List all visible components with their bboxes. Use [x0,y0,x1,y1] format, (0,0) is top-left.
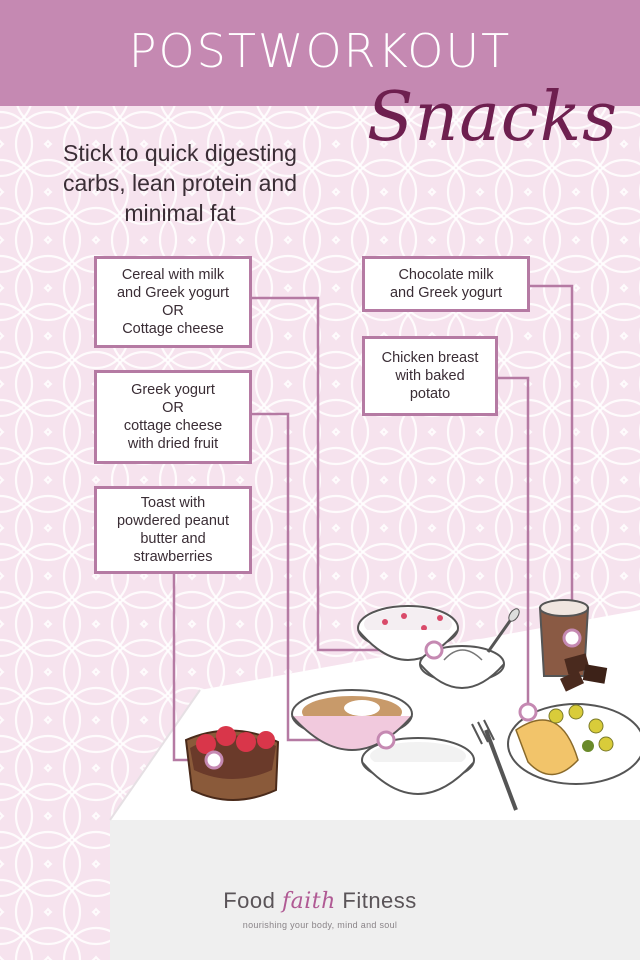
header-banner [0,0,640,106]
toast-drawing [184,726,280,801]
snack-box-toast: Toast with powdered peanut butter and st… [94,486,252,574]
page-title: POSTWORKOUT [128,24,512,78]
cottage-cheese-bowl-drawing [361,737,475,795]
fork-drawing [471,719,518,811]
snack-box-chicken: Chicken breast with baked potato [362,336,498,416]
chicken-plate-drawing [507,703,640,785]
brand-name: Food faith Fitness [0,888,640,914]
snack-box-cereal: Cereal with milk and Greek yogurt OR Cot… [94,256,252,348]
snack-box-chocolate-milk: Chocolate milk and Greek yogurt [362,256,530,312]
granola-bowl-drawing [291,689,413,751]
node-markers [204,628,582,770]
brand-word-faith: faith [281,889,336,914]
subtitle: Stick to quick digesting carbs, lean pro… [63,140,297,226]
script-title: Snacks [366,78,618,157]
brand-word-fitness: Fitness [335,888,417,913]
brand-tagline: nourishing your body, mind and soul [242,920,398,930]
brand-word-food: Food [223,888,282,913]
snack-box-greek-yogurt: Greek yogurt OR cottage cheese with drie… [94,370,252,464]
footer-logo: Food faith Fitness nourishing your body,… [0,888,640,930]
